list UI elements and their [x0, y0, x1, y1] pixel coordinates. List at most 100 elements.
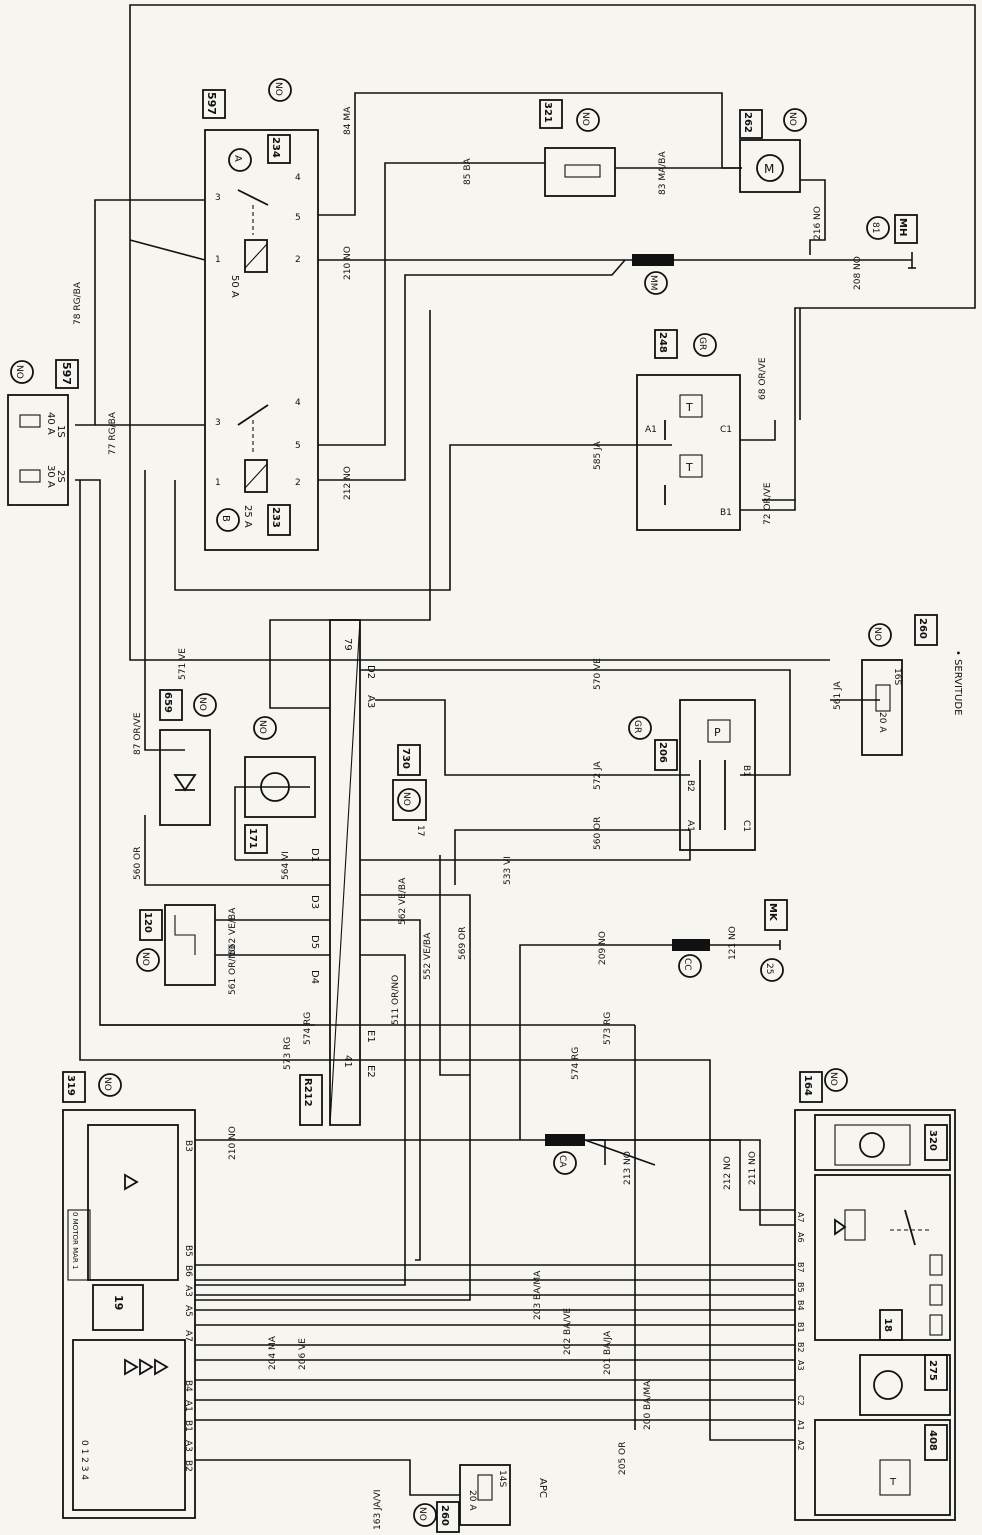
wire-label: 560 OR	[593, 817, 603, 850]
wire-label: 573 RG	[603, 1012, 613, 1045]
splice-cc: CC MK 25	[672, 899, 788, 982]
control-unit-164: 320 18 275 T 408 164 NO A7 A6 B7 B5 B4 B…	[794, 1068, 956, 1521]
relay-pin: 5	[295, 213, 301, 223]
wire-label: 570 VE	[593, 658, 603, 690]
unit-320-number: 320	[927, 1130, 938, 1151]
relay-a-letter: A	[232, 155, 243, 162]
relay-a-rating: 50 A	[229, 275, 240, 298]
ignition-319-pin: A5	[183, 1305, 193, 1317]
wire-label: 569 OR	[458, 927, 468, 960]
unit-164-pin: C2	[796, 1395, 805, 1406]
connector-r212: R212 79 D2 A3 D1 D3 D5 D4 E1 E2 41	[299, 619, 376, 1126]
fuse-260-note: • SERVITUDE	[952, 650, 963, 715]
ignition-319-pin: B6	[183, 1265, 193, 1277]
ground-81-number: 81	[870, 222, 880, 233]
splice-mm-label: MM	[648, 275, 658, 291]
relay-pin: 4	[295, 173, 301, 183]
ignition-319-tag: NO	[102, 1077, 112, 1091]
fuse-apc-rating: 20 A	[467, 1490, 477, 1511]
motor-171-number: 171	[247, 828, 258, 849]
switch-248-t2: T	[685, 461, 693, 474]
connector-r212-number: R212	[302, 1078, 313, 1107]
relay-pin: 1	[215, 255, 221, 265]
unit-164-pin: B1	[796, 1322, 805, 1333]
wire-label: 533 VI	[503, 856, 513, 885]
wire-label: 210 NO	[228, 1126, 238, 1160]
unit-408-number: 408	[927, 1430, 938, 1451]
wire-label: 206 VE	[298, 1338, 308, 1370]
component-730: NO 730 17	[392, 744, 427, 836]
wire-label: 571 VE	[178, 648, 188, 680]
wire-label: 574 RG	[571, 1047, 581, 1080]
fuse-2s-label: 2S	[55, 470, 66, 483]
fuse-box-597-number: 597	[60, 362, 73, 385]
wire-label: 560 OR	[133, 847, 143, 880]
wire-label: 83 MA/BA	[658, 151, 668, 195]
unit-164-pin: B2	[796, 1342, 805, 1353]
ground-81: 81 MH	[866, 214, 918, 244]
unit-164-pin: B7	[796, 1262, 805, 1273]
fuse-apc-tag: NO	[417, 1507, 427, 1521]
wire-label: 87 OR/VE	[133, 712, 143, 755]
relay-pin: 1	[215, 478, 221, 488]
component-120: 120 NO	[136, 904, 216, 986]
splice-ca: CA	[545, 1134, 585, 1175]
fuse-1s-label: 1S	[55, 425, 66, 438]
switch-248-number: 248	[657, 332, 668, 353]
r212-pin: A3	[365, 695, 376, 708]
relay-pin: 5	[295, 441, 301, 451]
switch-206-pin: A1	[685, 820, 695, 832]
r212-pin: D2	[365, 665, 376, 679]
switch-248-tag: GR	[697, 337, 707, 350]
relay-pin: 2	[295, 478, 301, 488]
wire-label: 77 RG/BA	[108, 411, 118, 455]
splice-ca-label: CA	[557, 1155, 567, 1168]
ground-mk-number: 25	[764, 963, 774, 974]
relay-b-rating: 25 A	[242, 505, 253, 528]
component-120-number: 120	[142, 912, 153, 933]
unit-164-pin: A7	[796, 1212, 805, 1223]
control-unit-164-number: 164	[802, 1075, 813, 1096]
wire-label: 121 NO	[728, 926, 738, 960]
ground-mk-code: MK	[767, 903, 778, 922]
relay-box-tag: NO	[273, 82, 283, 96]
resistor-321: 321 NO	[539, 99, 616, 197]
unit-164-pin: A3	[796, 1360, 805, 1371]
unit-18-number: 18	[882, 1318, 893, 1332]
ignition-319-number: 319	[65, 1075, 76, 1096]
wire-label: 511 OR/NO	[391, 975, 401, 1025]
switch-206: P 206 GR B2 B1 C1 A1	[628, 699, 756, 851]
fuse-260-id: 16S	[892, 668, 902, 685]
r212-pin: D3	[309, 895, 320, 909]
ground-81-code: MH	[897, 218, 908, 236]
r212-pin: D1	[309, 848, 320, 862]
wire-label: 202 BA/VE	[563, 1307, 573, 1355]
switch-206-tag: GR	[632, 720, 642, 733]
fuse-box-597: 1S 40 A 2S 30 A 597 NO	[7, 359, 79, 506]
switch-248: T T 248 GR A1 C1 B1	[636, 329, 741, 531]
relay-box-234-233: 597 NO A 234 50 A B 25 A 233 3 4 5 1 2 3…	[202, 78, 319, 551]
r212-pin: 79	[342, 638, 353, 651]
ignition-319-pin: A1	[183, 1400, 193, 1412]
wire-label: 209 NO	[598, 931, 608, 965]
wire-label: 585 JA	[593, 440, 603, 470]
switch-248-pin: A1	[645, 425, 657, 435]
wire-label: 562 VE/BA	[398, 877, 408, 925]
wire-label: 85 BA	[463, 158, 473, 185]
wire-label: 208 NO	[853, 256, 863, 290]
switch-206-number: 206	[657, 742, 668, 763]
wire-label: 203 BA/MA	[533, 1270, 543, 1320]
wire-label: 216 NO	[813, 206, 823, 240]
unit-164-pin: B5	[796, 1282, 805, 1293]
ignition-319-pin: B3	[183, 1140, 193, 1152]
wire-label: 562 VE/BA	[228, 907, 238, 955]
wire-label: 201 BA/JA	[603, 1330, 613, 1375]
splice-mm: MM	[632, 254, 674, 295]
diode-659: 659 NO	[159, 689, 217, 826]
wire-label: 573 RG	[283, 1037, 293, 1070]
wire-label: 211 NO	[748, 1151, 758, 1185]
relay-box-number: 597	[205, 92, 218, 115]
component-120-tag: NO	[140, 952, 150, 966]
wire-label: 78 RG/BA	[73, 281, 83, 325]
fuse-2s-rating: 30 A	[45, 465, 56, 488]
